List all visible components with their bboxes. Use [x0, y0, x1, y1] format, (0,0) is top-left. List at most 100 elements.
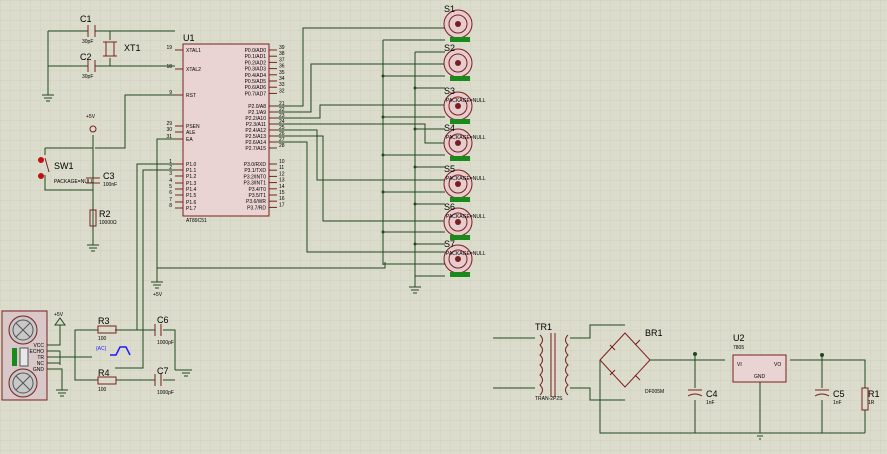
- c2-label: C2: [80, 52, 92, 62]
- u1-pin-name: P0.5/AD5: [245, 79, 267, 85]
- u1-pin-number: 34: [279, 76, 285, 82]
- u1-pin-number: 21: [279, 101, 285, 107]
- servo-group: S1S2S3PACKAGE=NULLS4PACKAGE=NULLS5PACKAG…: [443, 4, 486, 277]
- servo-s2[interactable]: S2: [443, 43, 473, 81]
- u1-pin-name: P2.5/A13: [245, 134, 266, 140]
- u1-pin-name: P3.0/RXD: [244, 162, 267, 168]
- u1-pin-number: 16: [279, 196, 285, 202]
- tr1-label: TR1: [535, 322, 552, 332]
- br1-label: BR1: [645, 328, 663, 338]
- u1-pin-number: 5: [169, 184, 172, 190]
- u1-pin-name: P2.7/A15: [245, 146, 266, 152]
- u1-pin-name: P1.1: [186, 168, 197, 174]
- c6-value: 1000pF: [157, 340, 174, 346]
- servo-bus-wiring: [277, 27, 445, 294]
- servo-package-tag: [450, 272, 470, 277]
- c5-label: C5: [833, 389, 845, 399]
- power-supply[interactable]: TR1 TRAN-2P2S BR1 DF005M C4 1nF U2 7805 …: [493, 322, 880, 440]
- servo-package: PACKAGE=NULL: [446, 135, 486, 141]
- u1-pin-name: P1.7: [186, 206, 197, 212]
- u1-pin-number: 37: [279, 57, 285, 63]
- u1-pin-name: P3.1/TXD: [244, 168, 266, 174]
- u1-pin-name: P3.6/WR: [246, 199, 266, 205]
- sensor-pin-label: TR: [37, 355, 44, 361]
- u2-vi: VI: [737, 362, 742, 368]
- vcc-reset-label: +5V: [86, 114, 96, 120]
- c3-value: 100nF: [103, 182, 117, 188]
- u1-pin-number: 39: [279, 45, 285, 51]
- u1-pin-number: 22: [279, 107, 285, 113]
- u1-pin-number: 25: [279, 125, 285, 131]
- u1-pin-number: 31: [166, 134, 172, 140]
- wave-probe-icon: [110, 346, 131, 356]
- u1-pin-name: P0.2/AD2: [245, 60, 267, 66]
- servo-package-tag: [450, 76, 470, 81]
- servo-package-tag: [450, 235, 470, 240]
- servo-label: S3: [444, 86, 455, 96]
- c2-value: 30pF: [82, 74, 93, 80]
- u1-pin-name: P2.2/A10: [245, 116, 266, 122]
- u1-pin-number: 9: [169, 90, 172, 96]
- c4-value: 1nF: [706, 400, 715, 406]
- servo-label: S5: [444, 164, 455, 174]
- servo-label: S6: [444, 202, 455, 212]
- microcontroller-u1[interactable]: XTAL119XTAL218RST9PSEN29ALE30EA31P1.01P1…: [166, 33, 284, 224]
- u1-pin-number: 6: [169, 190, 172, 196]
- r4-label: R4: [98, 368, 110, 378]
- sensor-pin-label: GND: [33, 367, 45, 373]
- servo-s1[interactable]: S1: [443, 4, 473, 42]
- u1-pin-number: 38: [279, 51, 285, 57]
- u1-pin-number: 33: [279, 82, 285, 88]
- u1-pin-name: P2.4/A12: [245, 128, 266, 134]
- u1-pin-name: P0.1/AD1: [245, 54, 267, 60]
- u1-pin-number: 13: [279, 178, 285, 184]
- r3-value: 100: [98, 336, 107, 342]
- servo-label: S1: [444, 4, 455, 14]
- u1-pin-number: 2: [169, 165, 172, 171]
- c4-label: C4: [706, 389, 718, 399]
- u1-pin-number: 7: [169, 197, 172, 203]
- servo-package: PACKAGE=NULL: [446, 176, 486, 182]
- u1-pin-name: P0.7/AD7: [245, 91, 267, 97]
- u1-pin-number: 24: [279, 119, 285, 125]
- u1-pin-number: 18: [166, 64, 172, 70]
- probe-label: {AC}: [96, 346, 107, 352]
- u2-vo: VO: [774, 362, 781, 368]
- servo-package: PACKAGE=NULL: [446, 214, 486, 220]
- r1-value: 1R: [868, 400, 875, 406]
- u1-pin-name: PSEN: [186, 124, 200, 130]
- c1-label: C1: [80, 14, 92, 24]
- u1-pin-name: ALE: [186, 130, 196, 136]
- u1-pin-number: 28: [279, 143, 285, 149]
- u1-pin-number: 36: [279, 64, 285, 70]
- u1-pin-name: P2.1/A9: [248, 110, 266, 116]
- u1-pin-name: P3.7/RD: [247, 205, 266, 211]
- u1-pin-name: P0.3/AD3: [245, 67, 267, 73]
- u1-pin-number: 1: [169, 159, 172, 165]
- u1-pin-number: 15: [279, 190, 285, 196]
- sw1-label: SW1: [54, 161, 74, 171]
- servo-package-tag: [450, 156, 470, 161]
- u1-pin-number: 29: [166, 121, 172, 127]
- vcc-ea-label: +5V: [153, 292, 163, 298]
- r2-label: R2: [99, 209, 111, 219]
- servo-package-tag: [450, 37, 470, 42]
- u1-pin-name: P3.5/T1: [248, 193, 266, 199]
- c3-label: C3: [103, 171, 115, 181]
- u1-pin-name: XTAL1: [186, 48, 201, 54]
- u1-pin-name: EA: [186, 137, 193, 143]
- u1-pin-name: P0.0/AD0: [245, 48, 267, 54]
- u1-pin-name: P3.4/T0: [248, 187, 266, 193]
- u1-pin-number: 30: [166, 127, 172, 133]
- u1-pin-name: P2.0/A8: [248, 104, 266, 110]
- u1-pin-name: P1.3: [186, 181, 197, 187]
